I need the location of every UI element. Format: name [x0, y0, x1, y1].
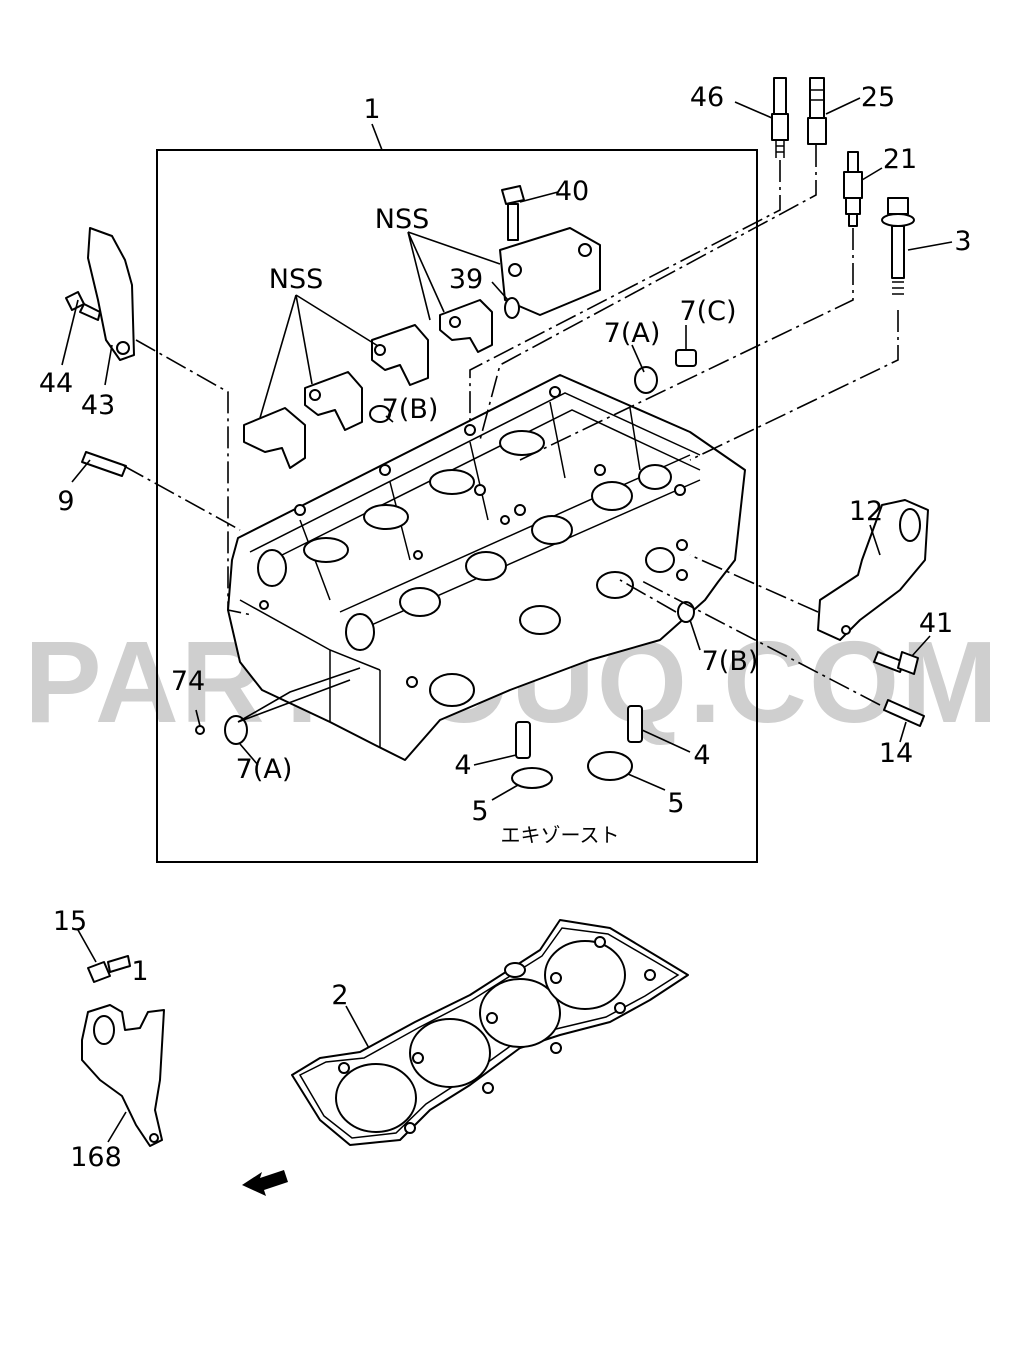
stud-14 — [883, 699, 925, 727]
label-1: 1 — [363, 94, 380, 125]
bearing-cap-nss-top — [499, 227, 601, 316]
cylinder-head — [227, 374, 746, 761]
bolt-25 — [807, 77, 827, 145]
bolt-46 — [771, 77, 789, 158]
bolt-41 — [873, 651, 919, 675]
label-nss-left: NSS — [269, 264, 323, 295]
center-lines — [123, 145, 899, 706]
label-1-bracket: 1 — [131, 956, 148, 987]
bracket-12 — [817, 499, 929, 641]
label-3: 3 — [954, 226, 971, 257]
label-15: 15 — [53, 906, 87, 937]
stud-9 — [81, 451, 127, 477]
bearing-caps-nss — [243, 299, 493, 469]
bolt-40 — [501, 185, 525, 241]
label-7b-top: 7(B) — [382, 394, 439, 425]
label-25: 25 — [861, 82, 895, 113]
label-9: 9 — [57, 486, 74, 517]
bolt-15 — [87, 955, 131, 983]
bolt-44 — [65, 291, 101, 321]
assembly-frame — [156, 149, 758, 863]
label-7c: 7(C) — [679, 296, 736, 327]
bracket-168 — [81, 1004, 165, 1147]
leader-lines — [61, 97, 953, 1143]
label-74: 74 — [171, 666, 205, 697]
label-5-right: 5 — [667, 788, 684, 819]
label-7b-right: 7(B) — [702, 646, 759, 677]
exhaust-note: エキゾースト — [501, 823, 620, 847]
label-40: 40 — [555, 176, 589, 207]
label-7a-bottom: 7(A) — [236, 754, 293, 785]
label-2: 2 — [331, 980, 348, 1011]
head-bolt-3 — [881, 197, 915, 295]
exhaust-ports — [257, 547, 675, 707]
ball-74 — [195, 725, 205, 735]
spark-plug-21 — [843, 151, 863, 227]
arrow-front-icon — [242, 1170, 288, 1196]
deck-bolt-holes — [259, 386, 688, 688]
part-labels: 1 46 25 21 3 40 NSS NSS 39 7(A) 7(C) 7(B… — [39, 82, 972, 1173]
label-41: 41 — [919, 608, 953, 639]
head-gasket-2 — [291, 919, 689, 1146]
valve-guides-4 — [515, 705, 643, 759]
label-7a-top: 7(A) — [604, 318, 661, 349]
label-4-left: 4 — [454, 750, 471, 781]
rings-5 — [511, 751, 633, 789]
label-43: 43 — [81, 390, 115, 421]
label-nss-right: NSS — [375, 204, 429, 235]
label-44: 44 — [39, 368, 73, 399]
label-168: 168 — [70, 1142, 122, 1173]
label-5-left: 5 — [471, 796, 488, 827]
label-21: 21 — [883, 144, 917, 175]
intake-journals — [303, 430, 672, 617]
seals-7 — [224, 349, 697, 745]
gasket-holes — [338, 936, 656, 1134]
label-14: 14 — [879, 738, 913, 769]
label-46: 46 — [690, 82, 724, 113]
label-39: 39 — [449, 264, 483, 295]
label-12: 12 — [849, 496, 883, 527]
label-4-right: 4 — [693, 740, 710, 771]
plate-43 — [87, 227, 135, 361]
dowel-39 — [504, 297, 520, 319]
